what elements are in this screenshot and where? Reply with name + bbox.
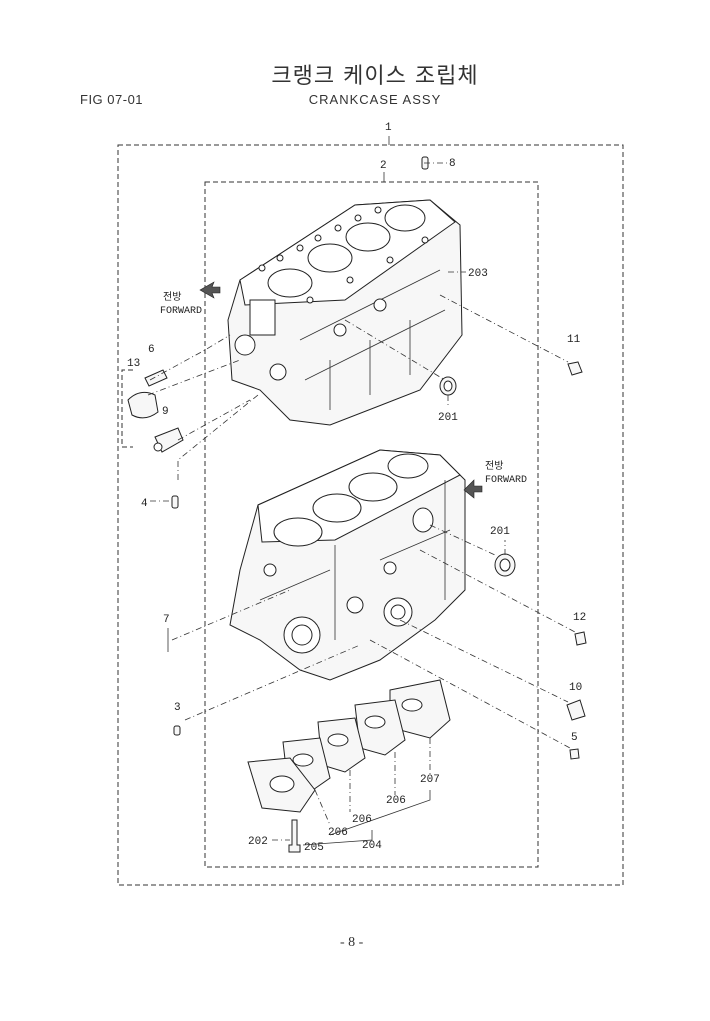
- plug-11: [567, 361, 583, 376]
- label-11: 11: [567, 334, 581, 346]
- label-13: 13: [127, 358, 140, 370]
- label-204: 204: [362, 840, 382, 852]
- dowel-pin-4: [171, 495, 179, 509]
- upper-crankcase-block: [227, 199, 463, 426]
- label-202: 202: [248, 836, 268, 848]
- forward-arrow-icon: [199, 281, 221, 299]
- label-205: 205: [304, 842, 324, 854]
- forward-label-en-lower: FORWARD: [485, 475, 527, 486]
- label-207: 207: [420, 774, 440, 786]
- label-2: 2: [380, 160, 387, 172]
- forward-indicator-lower: 전방 FORWARD: [463, 460, 527, 499]
- inner-assembly-box: [204, 181, 539, 868]
- pin-6: [144, 369, 168, 387]
- bolt-202: [288, 819, 301, 853]
- label-206-left: 206: [328, 827, 348, 839]
- page-number: - 8 -: [340, 935, 364, 950]
- label-3: 3: [174, 702, 181, 714]
- label-1: 1: [385, 122, 392, 134]
- label-206-middle: 206: [352, 814, 372, 826]
- label-8: 8: [449, 158, 456, 170]
- label-201-lower: 201: [490, 526, 510, 538]
- figure-number: FIG 07-01: [80, 92, 144, 107]
- label-10: 10: [569, 682, 582, 694]
- label-7: 7: [163, 614, 170, 626]
- forward-label-ko-upper: 전방: [163, 291, 181, 303]
- title-korean: 크랭크 케이스 조립체: [271, 64, 479, 89]
- forward-indicator-upper: 전방 FORWARD: [160, 281, 221, 317]
- label-203: 203: [468, 268, 488, 280]
- plug-5: [569, 748, 580, 760]
- label-206-right: 206: [386, 795, 406, 807]
- label-9: 9: [162, 406, 169, 418]
- outer-assembly-box: [117, 144, 624, 886]
- label-4: 4: [141, 498, 148, 510]
- plug-10: [566, 699, 586, 721]
- dowel-pin-3: [173, 725, 181, 736]
- forward-label-en-upper: FORWARD: [160, 306, 202, 317]
- bearing-caps: [247, 679, 451, 813]
- forward-arrow-icon: [463, 479, 483, 499]
- title-english: CRANKCASE ASSY: [308, 92, 442, 107]
- label-12: 12: [573, 612, 586, 624]
- label-6: 6: [148, 344, 155, 356]
- plug-12: [574, 631, 587, 646]
- lower-crankcase-block: [229, 449, 466, 681]
- bushing-13: [127, 391, 159, 419]
- label-5: 5: [571, 732, 578, 744]
- label-201-upper: 201: [438, 412, 458, 424]
- forward-label-ko-lower: 전방: [485, 460, 503, 472]
